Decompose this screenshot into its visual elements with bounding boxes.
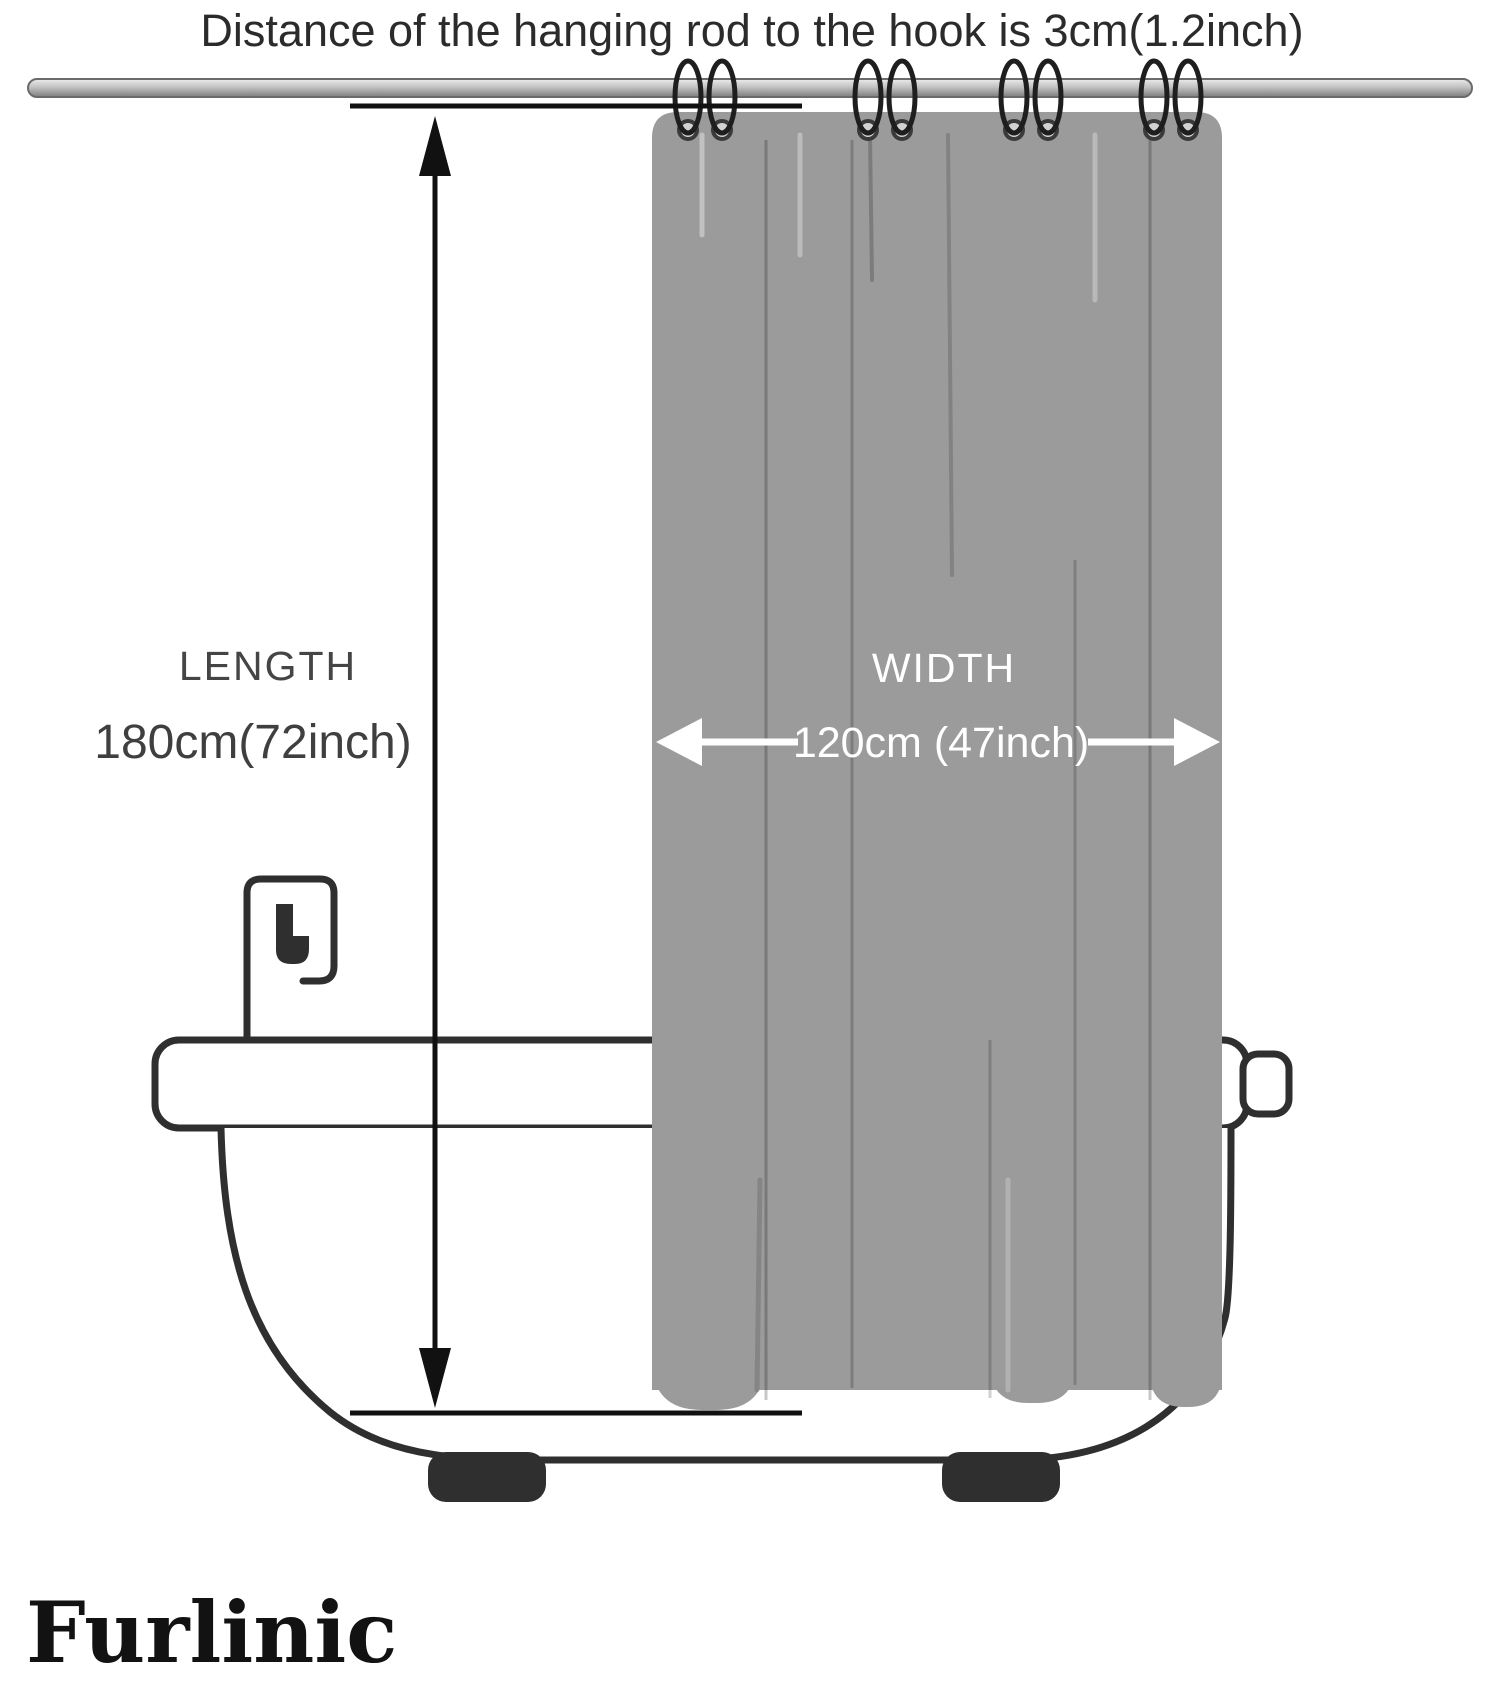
grommet-icon bbox=[1177, 119, 1199, 141]
grommet-icon bbox=[1143, 119, 1165, 141]
faucet-spout-icon bbox=[276, 904, 309, 964]
width-value: 120cm (47inch) bbox=[793, 719, 1089, 767]
curtain-crease bbox=[868, 133, 874, 282]
length-arrowhead-down-icon bbox=[419, 1348, 451, 1408]
curtain-grommets bbox=[677, 119, 1199, 141]
grommet-icon bbox=[677, 119, 699, 141]
curtain-crease bbox=[946, 133, 954, 577]
bathtub-handle bbox=[1239, 1050, 1293, 1118]
bathtub-body-outline bbox=[217, 1127, 1235, 1464]
width-arrowhead-right-icon bbox=[1174, 718, 1220, 766]
length-dimension bbox=[350, 103, 802, 1416]
curtain-fold-tube bbox=[652, 1280, 766, 1410]
shower-curtain bbox=[652, 112, 1222, 1410]
grommet-icon bbox=[1003, 119, 1025, 141]
width-dimension bbox=[656, 718, 1220, 766]
curtain-fold-tube bbox=[990, 1280, 1075, 1403]
brand-logo: Furlinic bbox=[26, 1583, 397, 1682]
bathtub-foot-left bbox=[428, 1452, 546, 1502]
curtain-fold-tube bbox=[1150, 1280, 1222, 1407]
shower-rod bbox=[27, 78, 1473, 98]
bathtub-foot-right bbox=[942, 1452, 1060, 1502]
diagram-title: Distance of the hanging rod to the hook … bbox=[200, 5, 1303, 56]
curtain-panel bbox=[652, 112, 1222, 1390]
grommet-icon bbox=[891, 119, 913, 141]
width-arrowhead-left-icon bbox=[656, 718, 702, 766]
grommet-icon bbox=[711, 119, 733, 141]
length-value: 180cm(72inch) bbox=[94, 716, 411, 769]
curtain-crease bbox=[754, 1177, 763, 1393]
grommet-icon bbox=[857, 119, 879, 141]
length-arrowhead-up-icon bbox=[419, 116, 451, 176]
width-label: WIDTH bbox=[872, 645, 1016, 691]
faucet-icon bbox=[243, 875, 338, 1046]
grommet-icon bbox=[1037, 119, 1059, 141]
length-label: LENGTH bbox=[179, 643, 357, 689]
